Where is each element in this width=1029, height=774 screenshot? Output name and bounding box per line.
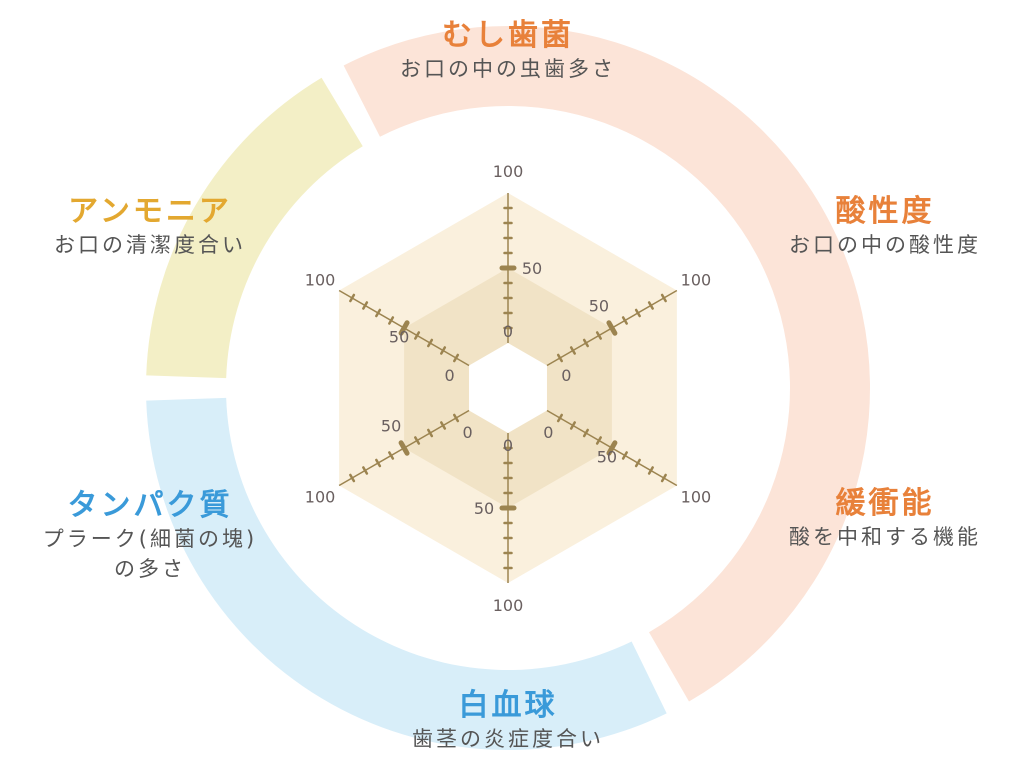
axis-description: 酸を中和する機能	[789, 525, 981, 549]
axis-title: 酸性度	[835, 194, 935, 229]
axis-tick	[398, 320, 410, 336]
axis-tick	[349, 473, 356, 483]
label-wbc: 白血球 歯茎の炎症度合い	[348, 680, 668, 754]
tick-label-0: 0	[503, 322, 513, 341]
label-protein: タンパク質 プラーク(細菌の塊) の多さ	[0, 480, 300, 584]
axis-tick	[647, 466, 654, 475]
axis-title: アンモニア	[68, 194, 232, 229]
label-ammonia: アンモニア お口の清潔度合い	[0, 186, 300, 260]
axis-tick	[362, 466, 369, 475]
axis-description: 歯茎の炎症度合い	[412, 727, 604, 751]
tick-label-50: 50	[589, 296, 609, 315]
axis-tick	[440, 346, 447, 355]
axis-tick	[427, 338, 434, 348]
axis-title: むし歯菌	[442, 18, 574, 53]
axis-description-2: の多さ	[114, 557, 186, 581]
axis-tick	[634, 458, 641, 468]
axis-title: 緩衝能	[835, 486, 935, 521]
axis-tick	[606, 440, 618, 456]
axis-description: プラーク(細菌の塊)	[42, 527, 258, 551]
tick-label-100: 100	[493, 596, 524, 615]
axis-tick	[375, 458, 382, 468]
axis-tick	[398, 440, 410, 456]
tick-label-100: 100	[681, 271, 712, 290]
axis-tick	[634, 308, 641, 318]
axis-tick	[453, 353, 460, 363]
tick-label-50: 50	[381, 416, 401, 435]
tick-label-0: 0	[561, 366, 571, 385]
axis-tick	[414, 436, 421, 445]
axis-tick	[660, 473, 667, 483]
tick-label-0: 0	[503, 436, 513, 455]
axis-tick	[582, 338, 589, 348]
axis-title: 白血球	[458, 688, 558, 723]
tick-label-100: 100	[493, 162, 524, 181]
axis-tick	[606, 320, 618, 336]
axis-tick	[440, 421, 447, 430]
axis-description: お口の清潔度合い	[54, 233, 246, 257]
label-mushiba: むし歯菌 お口の中の虫歯多さ	[348, 10, 668, 84]
axis-tick	[621, 451, 628, 460]
axis-tick	[621, 316, 628, 325]
label-buffer: 緩衝能 酸を中和する機能	[740, 478, 1029, 552]
axis-tick	[427, 428, 434, 438]
tick-label-100: 100	[305, 271, 336, 290]
ring-segment-orange	[343, 25, 871, 702]
axis-title: タンパク質	[67, 488, 233, 523]
axis-tick	[362, 301, 369, 310]
axis-tick	[414, 331, 421, 340]
axis-tick	[595, 436, 602, 445]
axis-tick	[453, 413, 460, 423]
tick-label-50: 50	[389, 328, 409, 347]
tick-label-0: 0	[543, 423, 553, 442]
axis-tick	[595, 331, 602, 340]
axis-description: お口の中の酸性度	[789, 233, 981, 257]
axis-description: お口の中の虫歯多さ	[400, 57, 616, 81]
tick-label-0: 0	[445, 366, 455, 385]
axis-tick	[569, 421, 576, 430]
axis-tick	[388, 316, 395, 325]
tick-label-100: 100	[305, 488, 336, 507]
axis-tick	[582, 428, 589, 438]
tick-label-100: 100	[681, 488, 712, 507]
axis-tick	[556, 353, 563, 363]
axis-tick	[349, 293, 356, 303]
tick-label-50: 50	[522, 259, 542, 278]
axis-tick	[375, 308, 382, 318]
ring-0	[469, 343, 547, 433]
axis-tick	[660, 293, 667, 303]
ring-segment-yellow	[146, 77, 363, 379]
tick-label-0: 0	[463, 423, 473, 442]
axis-tick	[388, 451, 395, 460]
label-acidity: 酸性度 お口の中の酸性度	[740, 186, 1029, 260]
ring-segment-blue	[146, 397, 667, 751]
axis-tick	[647, 301, 654, 310]
tick-label-50: 50	[597, 448, 617, 467]
axis-tick	[569, 346, 576, 355]
axis-tick	[556, 413, 563, 423]
tick-label-50: 50	[474, 499, 494, 518]
